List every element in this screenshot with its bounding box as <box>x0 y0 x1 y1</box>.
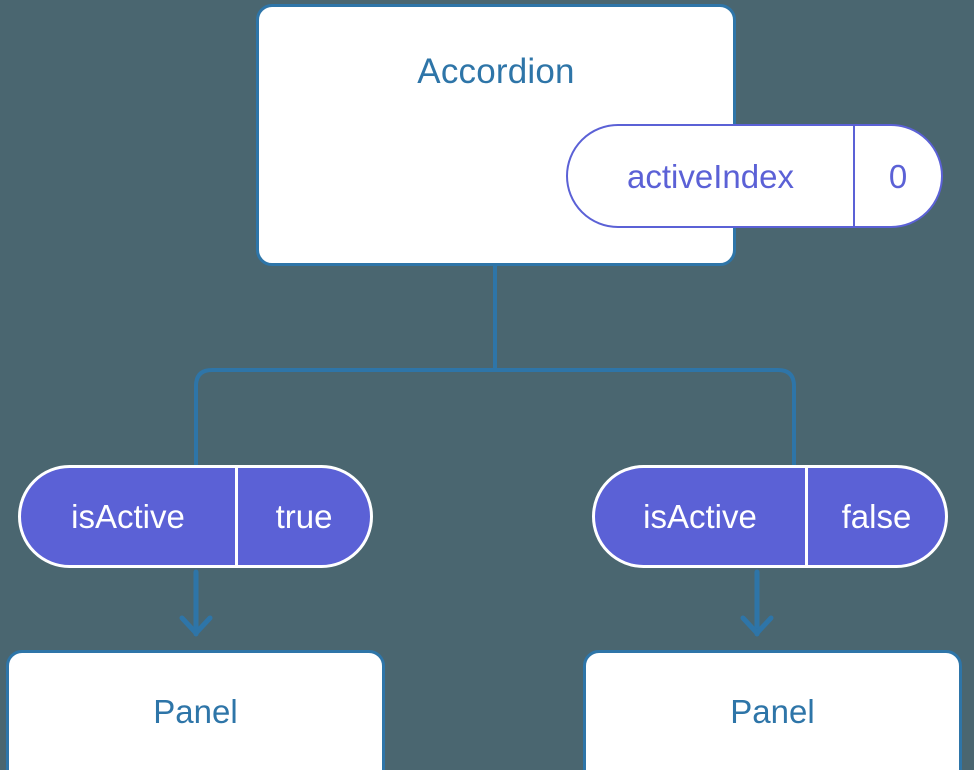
panel-title-left: Panel <box>153 693 238 730</box>
prop-pill-isactive-left[interactable]: isActive true <box>18 465 373 568</box>
prop-key-activeindex: activeIndex <box>627 157 794 195</box>
panel-title-right: Panel <box>730 693 815 730</box>
prop-value-activeindex: 0 <box>853 126 941 226</box>
prop-key-isactive-right: isActive <box>643 498 757 535</box>
panel-component-card-right[interactable]: Panel <box>583 650 962 770</box>
arrow-head-left <box>179 615 213 636</box>
panel-component-card-left[interactable]: Panel <box>6 650 385 770</box>
prop-pill-activeindex[interactable]: activeIndex 0 <box>566 124 943 228</box>
prop-pill-isactive-right[interactable]: isActive false <box>592 465 948 568</box>
prop-value-isactive-left: true <box>235 468 370 565</box>
prop-key-isactive-left: isActive <box>71 498 185 535</box>
branch-rail <box>194 368 796 467</box>
arrow-head-right <box>740 615 774 636</box>
accordion-component-card[interactable]: Accordion activeIndex 0 <box>256 4 943 266</box>
prop-value-isactive-right: false <box>805 468 945 565</box>
accordion-title: Accordion <box>417 52 575 91</box>
